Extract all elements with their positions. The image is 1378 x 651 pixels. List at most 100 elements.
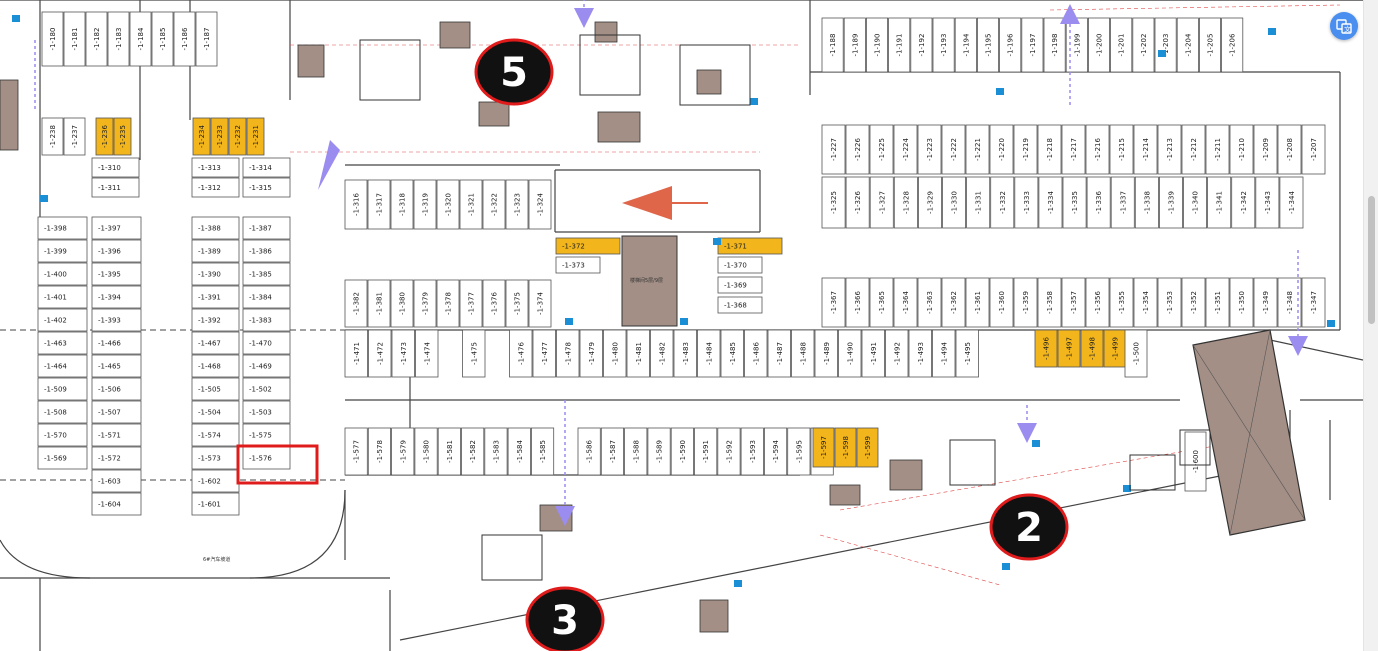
parking-slot[interactable] [720,329,744,378]
slot-group-yellow-372[interactable]: -1-372-1-371 [555,237,783,255]
parking-slot[interactable] [37,446,88,470]
parking-slot[interactable] [744,329,768,378]
parking-slot[interactable] [861,329,885,378]
parking-slot[interactable] [391,329,415,378]
slot-group-lower-right[interactable]: -1-600 [1184,431,1207,492]
parking-slot[interactable] [37,331,88,355]
parking-slot[interactable] [91,423,142,447]
parking-slot[interactable] [1088,17,1111,73]
parking-slot[interactable] [344,279,368,328]
slot-group-row-500[interactable]: -1-500 [1124,329,1148,378]
slot-group-row-367[interactable]: -1-367-1-366-1-365-1-364-1-363-1-362-1-3… [821,277,1326,328]
parking-slot[interactable] [1013,124,1038,175]
parking-slot[interactable] [845,124,870,175]
parking-slot[interactable] [191,216,240,240]
parking-slot[interactable] [670,427,694,476]
translate-button[interactable]: 文 [1330,12,1358,40]
parking-slot[interactable] [246,117,265,156]
parking-slot[interactable] [242,177,291,198]
parking-slot[interactable] [1133,124,1158,175]
parking-slot[interactable] [505,279,529,328]
parking-slot[interactable] [600,427,624,476]
parking-slot[interactable] [556,329,580,378]
parking-slot[interactable] [999,17,1022,73]
parking-slot[interactable] [228,117,247,156]
parking-slot[interactable] [1279,176,1304,229]
slot-group-row-316[interactable]: -1-316-1-317-1-318-1-319-1-320-1-321-1-3… [344,179,552,230]
parking-slot[interactable] [1277,124,1302,175]
parking-slot[interactable] [917,124,942,175]
parking-slot[interactable] [717,276,763,294]
slot-group-upper-mid-a[interactable]: -1-310-1-311 [91,157,140,198]
parking-slot[interactable] [1132,17,1155,73]
parking-slot[interactable] [242,239,291,263]
parking-slot[interactable] [192,117,211,156]
parking-slot[interactable] [91,239,142,263]
parking-slot[interactable] [1013,277,1038,328]
parking-slot[interactable] [37,423,88,447]
parking-slot[interactable] [821,124,846,175]
parking-slot[interactable] [1037,124,1062,175]
parking-slot[interactable] [1229,277,1254,328]
parking-slot[interactable] [603,329,627,378]
slot-group-row-577[interactable]: -1-577-1-578-1-579-1-580-1-581-1-582-1-5… [344,427,834,476]
slot-group-yellow-597[interactable]: -1-597-1-598-1-599 [812,427,879,468]
parking-slot[interactable] [845,277,870,328]
parking-slot[interactable] [242,157,291,178]
parking-slot[interactable] [843,17,866,73]
parking-slot[interactable] [1159,176,1183,229]
slot-group-row-227[interactable]: -1-227-1-226-1-225-1-224-1-223-1-222-1-2… [821,124,1326,175]
parking-slot[interactable] [893,176,918,229]
parking-slot[interactable] [91,157,140,178]
parking-slot[interactable] [1255,176,1280,229]
parking-slot[interactable] [965,277,990,328]
parking-slot[interactable] [1034,329,1058,368]
parking-slot[interactable] [91,469,142,493]
parking-slot[interactable] [740,427,764,476]
parking-slot[interactable] [91,285,142,309]
parking-slot[interactable] [242,400,291,424]
parking-slot[interactable] [856,427,879,468]
slot-group-top-right-row[interactable]: -1-188-1-189-1-190-1-191-1-192-1-193-1-1… [821,17,1244,73]
slot-group-mid-col-b[interactable]: -1-387-1-386-1-385-1-384-1-383-1-470-1-4… [242,216,291,470]
parking-slot[interactable] [791,329,815,378]
parking-slot[interactable] [697,329,721,378]
parking-slot[interactable] [37,308,88,332]
parking-slot[interactable] [91,308,142,332]
parking-slot[interactable] [1253,277,1278,328]
parking-slot[interactable] [1229,124,1254,175]
parking-slot[interactable] [869,176,894,229]
parking-slot[interactable] [368,329,392,378]
parking-slot[interactable] [173,11,196,67]
parking-slot[interactable] [344,329,368,378]
parking-slot[interactable] [37,285,88,309]
parking-slot[interactable] [191,262,240,286]
parking-slot[interactable] [391,427,415,476]
parking-slot[interactable] [191,377,240,401]
parking-slot[interactable] [1062,176,1087,229]
parking-slot[interactable] [869,124,894,175]
parking-slot[interactable] [1184,431,1207,492]
parking-slot[interactable] [1057,329,1081,368]
parking-slot[interactable] [242,285,291,309]
parking-slot[interactable] [191,354,240,378]
parking-slot[interactable] [91,262,142,286]
parking-slot[interactable] [107,11,130,67]
parking-slot[interactable] [37,216,88,240]
parking-slot[interactable] [1021,17,1044,73]
parking-slot[interactable] [1231,176,1256,229]
parking-slot[interactable] [195,11,218,67]
parking-slot[interactable] [507,427,531,476]
parking-slot[interactable] [966,176,991,229]
parking-slot[interactable] [910,17,933,73]
selected-slot-box[interactable] [236,444,319,485]
parking-slot[interactable] [242,308,291,332]
slot-group-left-col-b[interactable]: -1-397-1-396-1-395-1-394-1-393-1-466-1-4… [91,216,142,516]
parking-slot[interactable] [367,279,391,328]
parking-slot[interactable] [191,239,240,263]
parking-slot[interactable] [626,329,650,378]
parking-slot[interactable] [1110,176,1135,229]
parking-slot[interactable] [532,329,556,378]
parking-slot[interactable] [129,11,152,67]
parking-slot[interactable] [1109,124,1134,175]
